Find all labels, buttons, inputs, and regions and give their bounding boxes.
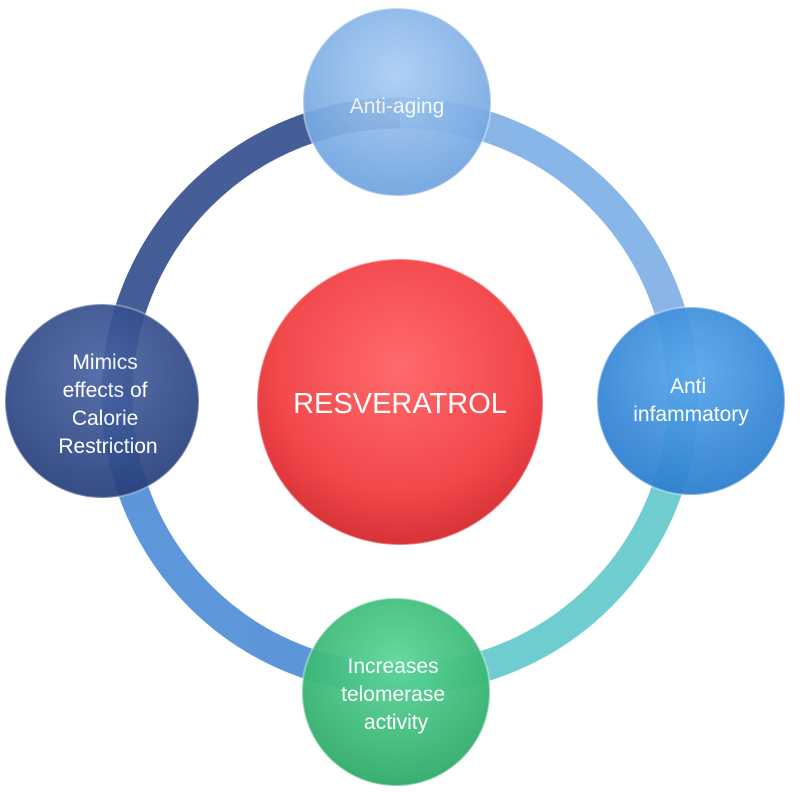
- node-anti-aging-circle: [302, 7, 492, 197]
- node-anti-inflammatory-circle: [596, 306, 786, 496]
- node-telomerase-circle: [301, 597, 491, 787]
- node-telomerase-line: telomerase: [341, 683, 445, 706]
- node-telomerase: Increases telomerase activity: [301, 597, 491, 787]
- node-calorie-restriction-circle: [4, 303, 200, 499]
- node-anti-aging-line: Anti-aging: [350, 95, 445, 118]
- node-anti-inflammatory-line: Anti: [670, 375, 706, 398]
- node-calorie-restriction-line: effects of: [63, 379, 148, 402]
- node-telomerase-line: Increases: [348, 655, 439, 678]
- node-anti-aging-label: Anti-aging: [350, 95, 445, 118]
- center-label: RESVERATROL: [293, 388, 507, 420]
- node-calorie-restriction-line: Calorie: [72, 407, 139, 430]
- node-anti-inflammatory-line: infammatory: [633, 403, 749, 426]
- center-node: RESVERATROL: [256, 258, 544, 546]
- node-telomerase-label: Increases telomerase activity: [341, 655, 451, 734]
- node-anti-aging: Anti-aging: [302, 7, 492, 197]
- node-anti-inflammatory: Anti infammatory: [596, 306, 786, 496]
- node-calorie-restriction: Mimics effects of Calorie Restriction: [4, 303, 200, 499]
- node-calorie-restriction-label: Mimics effects of Calorie Restriction: [58, 351, 157, 458]
- node-calorie-restriction-line: Restriction: [58, 435, 157, 458]
- node-calorie-restriction-line: Mimics: [72, 351, 137, 374]
- node-telomerase-line: activity: [364, 711, 429, 734]
- center-circle: [256, 258, 544, 546]
- node-anti-inflammatory-label: Anti infammatory: [633, 375, 749, 426]
